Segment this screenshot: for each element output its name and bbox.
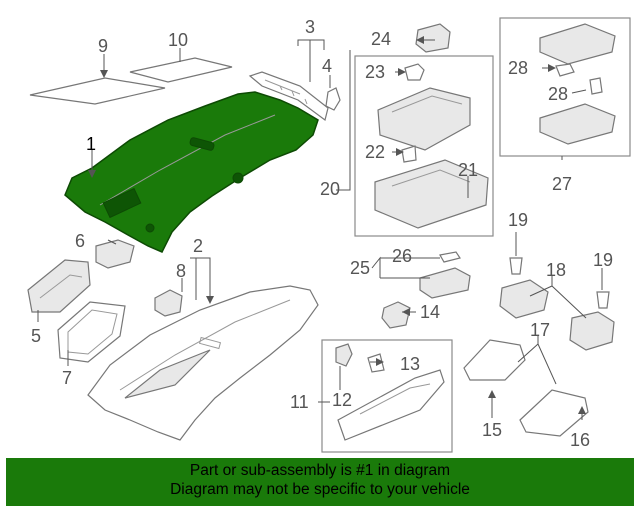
callout-11: 11: [290, 392, 309, 412]
callout-21: 21: [458, 160, 478, 180]
callout-24: 24: [371, 29, 391, 49]
callout-10: 10: [168, 30, 188, 50]
callout-26: 26: [392, 246, 412, 266]
map-lamp-assembly: [539, 23, 616, 145]
clip-6: [95, 239, 135, 269]
callout-12: 12: [332, 390, 352, 410]
callout-25: 25: [350, 258, 370, 278]
brackets-18: [499, 279, 615, 351]
bulb-26-housing-25: [419, 251, 471, 299]
headliner-part-1: [64, 91, 319, 253]
callout-3: 3: [305, 17, 315, 37]
callout-19b: 19: [593, 250, 613, 270]
callout-5: 5: [31, 326, 41, 346]
callout-7: 7: [62, 368, 72, 388]
clip-14: [381, 301, 411, 329]
callout-2: 2: [193, 236, 203, 256]
callout-15: 15: [482, 420, 502, 440]
callout-16: 16: [570, 430, 590, 450]
sunvisor-assembly: [335, 343, 445, 441]
grab-handles: [463, 339, 589, 437]
sunroof-glass-panels: [29, 57, 233, 105]
map-lamp-group-box: [499, 17, 631, 157]
callout-4: 4: [322, 56, 332, 76]
console-assembly: [374, 63, 489, 229]
headliner-part-2: [87, 285, 319, 441]
callout-22: 22: [365, 142, 385, 162]
part-info-line-2: Diagram may not be specific to your vehi…: [170, 481, 470, 498]
callout-14: 14: [420, 302, 440, 322]
console-group-box: [354, 55, 494, 237]
callout-6: 6: [75, 231, 85, 251]
callout-1: 1: [86, 134, 96, 154]
callout-18: 18: [546, 260, 566, 280]
headliner-shape: [64, 91, 319, 253]
callout-9: 9: [98, 36, 108, 56]
roof-rail-trim: [248, 71, 341, 122]
switch-24: [415, 23, 451, 53]
callout-labels: 1 2 3 4 5 6 7 8 9 10 11 12 13 14 15 16 1…: [31, 17, 613, 450]
sunvisor-holder-5: [27, 259, 91, 313]
callout-27: 27: [552, 174, 572, 194]
part-info-banner: Part or sub-assembly is #1 in diagram Di…: [6, 458, 634, 506]
callout-28b: 28: [548, 84, 568, 104]
callout-8: 8: [176, 261, 186, 281]
arrowheads: [88, 36, 586, 414]
screws-19: [509, 257, 610, 309]
callout-23: 23: [365, 62, 385, 82]
callout-19a: 19: [508, 210, 528, 230]
callout-20: 20: [320, 179, 340, 199]
bracket-8: [154, 289, 183, 317]
sunvisor-group-box: [321, 339, 453, 453]
callout-28a: 28: [508, 58, 528, 78]
callout-17: 17: [530, 320, 550, 340]
part-info-line-1: Part or sub-assembly is #1 in diagram: [189, 462, 451, 479]
callout-13: 13: [400, 354, 420, 374]
